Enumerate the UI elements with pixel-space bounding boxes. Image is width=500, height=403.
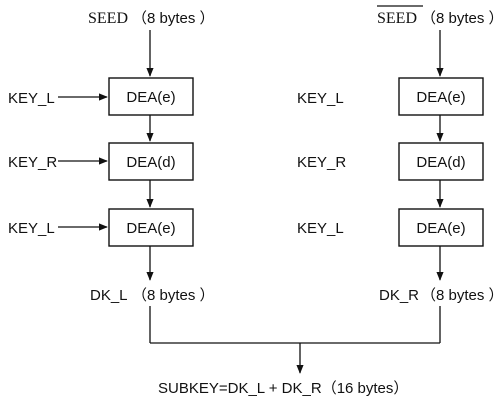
right-seed-size: （8 bytes ） <box>421 10 500 27</box>
right-dea-e-box-1 <box>398 77 484 116</box>
right-dea-e-label-1: DEA(e) <box>416 89 465 106</box>
left-seed-label: SEED <box>88 10 128 27</box>
left-key-l-label-2: KEY_L <box>8 220 55 237</box>
subkey-result-label: SUBKEY=DK_L + DK_R（16 bytes） <box>158 380 408 397</box>
right-output-label: DK_R <box>379 287 419 304</box>
right-dea-d-label: DEA(d) <box>416 154 465 171</box>
left-dea-e-label-2: DEA(e) <box>126 220 175 237</box>
left-dea-e-box-2 <box>108 208 194 247</box>
left-key-l-label-1: KEY_L <box>8 90 55 107</box>
left-output-label: DK_L <box>90 287 128 304</box>
right-dea-d-box <box>398 142 484 181</box>
right-seed-label: SEED <box>377 10 417 27</box>
right-output-size: （8 bytes ） <box>421 287 500 304</box>
right-dea-e-box-2 <box>398 208 484 247</box>
left-key-r-label: KEY_R <box>8 154 57 171</box>
left-dea-d-label: DEA(d) <box>126 154 175 171</box>
right-key-l-label-1: KEY_L <box>297 90 344 107</box>
left-output-size: （8 bytes ） <box>132 287 215 304</box>
right-key-l-label-2: KEY_L <box>297 220 344 237</box>
left-seed-size: （8 bytes ） <box>132 10 215 27</box>
right-key-r-label: KEY_R <box>297 154 346 171</box>
right-dea-e-label-2: DEA(e) <box>416 220 465 237</box>
left-dea-e-box-1 <box>108 77 194 116</box>
left-dea-d-box <box>108 142 194 181</box>
left-dea-e-label-1: DEA(e) <box>126 89 175 106</box>
